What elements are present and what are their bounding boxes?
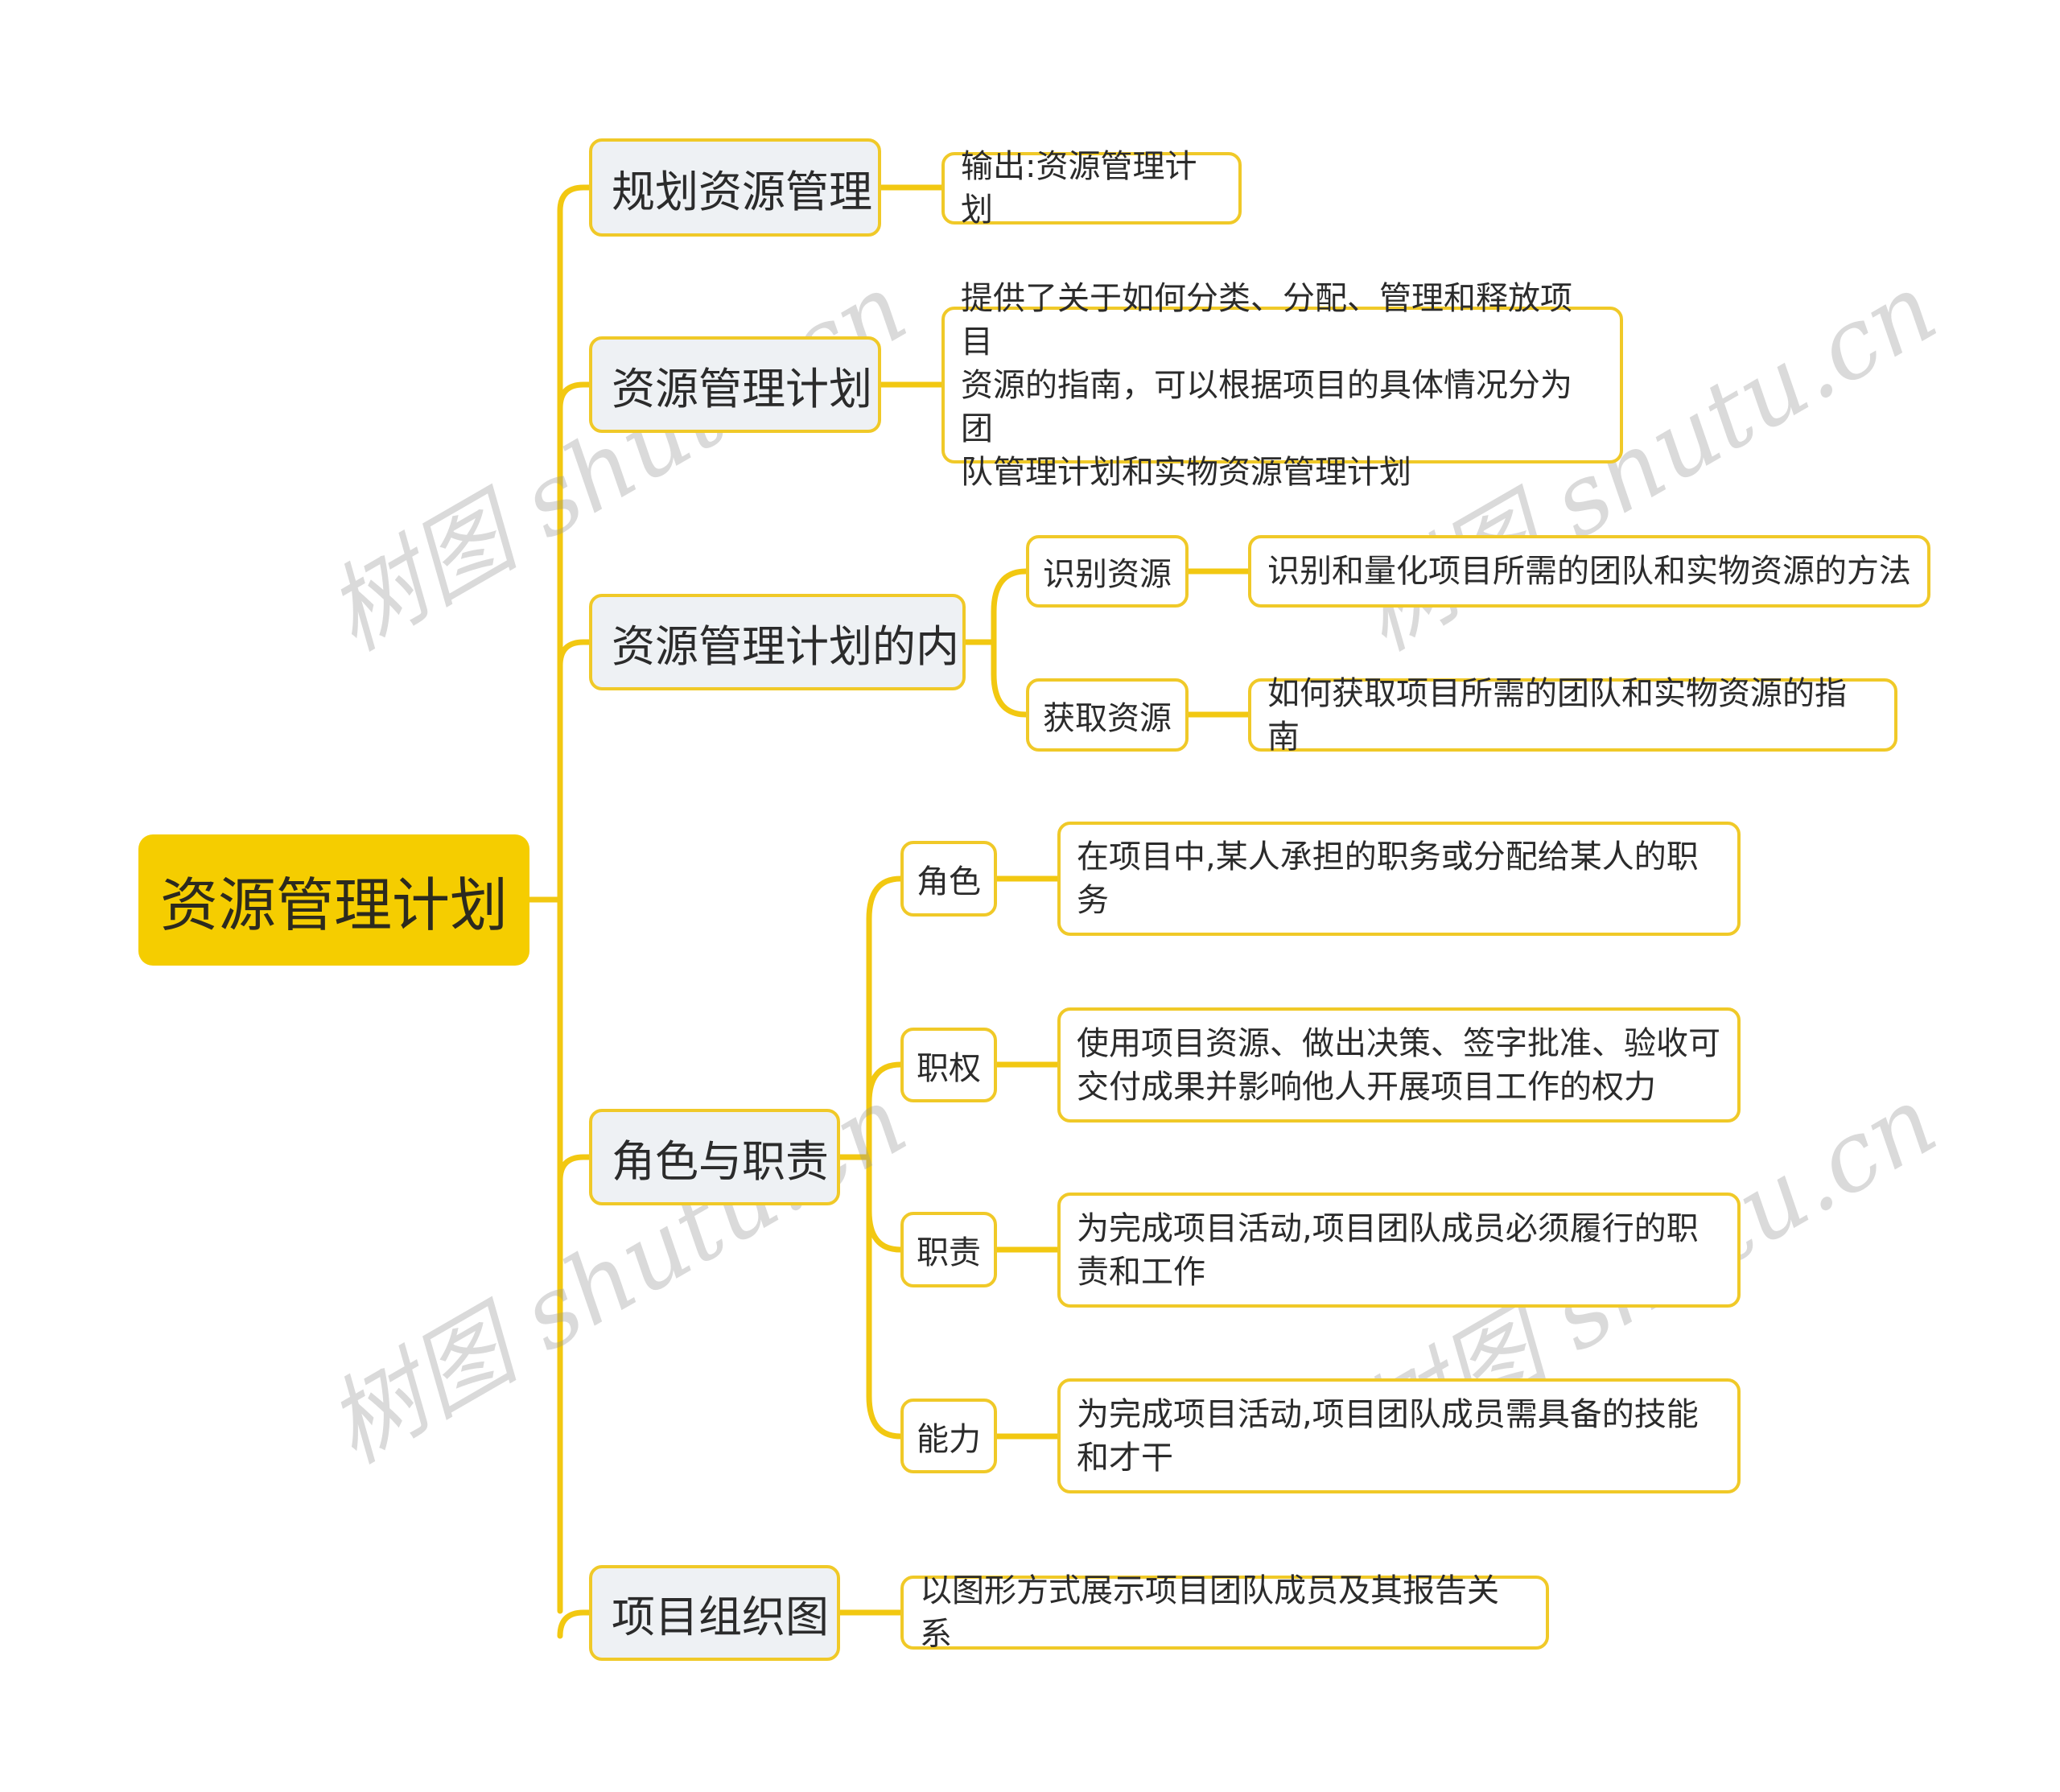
subnode-competence[interactable]: 能力 <box>900 1399 997 1473</box>
subnode-label: 获取资源 <box>1043 699 1172 737</box>
leaf-acquire-resources[interactable]: 如何获取项目所需的团队和实物资源的指南 <box>1248 675 1897 756</box>
leaf-text: 为完成项目活动,项目团队成员需具备的技能 和才干 <box>1077 1395 1699 1477</box>
branch-plan-resource-management[interactable]: 规划资源管理 <box>589 138 881 237</box>
branch-roles-responsibilities[interactable]: 角色与职责 <box>589 1109 840 1205</box>
subnode-label: 能力 <box>917 1420 981 1458</box>
leaf-text: 为完成项目活动,项目团队成员必须履行的职 责和工作 <box>1077 1209 1699 1291</box>
subnode-authority[interactable]: 职权 <box>900 1028 997 1102</box>
subnode-label: 职权 <box>917 1049 981 1087</box>
leaf-identify-resources[interactable]: 识别和量化项目所需的团队和实物资源的方法 <box>1248 535 1930 608</box>
branch-label: 角色与职责 <box>612 1135 829 1187</box>
branch-resource-management-plan[interactable]: 资源管理计划 <box>589 336 881 433</box>
subnode-responsibility[interactable]: 职责 <box>900 1212 997 1287</box>
leaf-authority[interactable]: 使用项目资源、做出决策、签字批准、验收可 交付成果并影响他人开展项目工作的权力 <box>1057 1007 1741 1123</box>
subnode-label: 职责 <box>917 1234 981 1271</box>
leaf-text: 使用项目资源、做出决策、签字批准、验收可 交付成果并影响他人开展项目工作的权力 <box>1077 1024 1720 1106</box>
branch-label: 资源管理计划的内 <box>612 620 959 672</box>
leaf-text: 识别和量化项目所需的团队和实物资源的方法 <box>1267 553 1911 590</box>
leaf-text: 输出:资源管理计划 <box>961 148 1197 229</box>
branch-label: 项目组织图 <box>612 1592 829 1642</box>
leaf-org-chart[interactable]: 以图形方式展示项目团队成员及其报告关系 <box>900 1572 1549 1653</box>
leaf-responsibility[interactable]: 为完成项目活动,项目团队成员必须履行的职 责和工作 <box>1057 1193 1741 1308</box>
subnode-identify-resources[interactable]: 识别资源 <box>1026 535 1189 608</box>
leaf-role[interactable]: 在项目中,某人承担的职务或分配给某人的职 务 <box>1057 822 1741 936</box>
subnode-acquire-resources[interactable]: 获取资源 <box>1026 678 1189 752</box>
leaf-competence[interactable]: 为完成项目活动,项目团队成员需具备的技能 和才干 <box>1057 1378 1741 1493</box>
leaf-plan-description[interactable]: 提供了关于如何分类、分配、管理和释放项目 资源的指南，可以根据项目的具体情况分为… <box>941 280 1623 491</box>
branch-label: 资源管理计划 <box>612 363 872 414</box>
leaf-text: 如何获取项目所需的团队和实物资源的指南 <box>1267 674 1847 756</box>
leaf-text: 在项目中,某人承担的职务或分配给某人的职 务 <box>1077 838 1699 919</box>
subnode-role[interactable]: 角色 <box>900 841 997 917</box>
branch-label: 规划资源管理 <box>612 166 872 217</box>
leaf-text: 以图形方式展示项目团队成员及其报告关系 <box>920 1572 1499 1653</box>
subnode-label: 识别资源 <box>1043 556 1172 593</box>
leaf-output[interactable]: 输出:资源管理计划 <box>941 148 1242 229</box>
subnode-label: 角色 <box>917 863 981 900</box>
root-node[interactable]: 资源管理计划 <box>138 834 529 966</box>
branch-project-org-chart[interactable]: 项目组织图 <box>589 1565 840 1661</box>
root-label: 资源管理计划 <box>159 871 508 939</box>
leaf-text: 提供了关于如何分类、分配、管理和释放项目 资源的指南，可以根据项目的具体情况分为… <box>961 279 1572 491</box>
branch-plan-contents[interactable]: 资源管理计划的内 <box>589 594 966 690</box>
